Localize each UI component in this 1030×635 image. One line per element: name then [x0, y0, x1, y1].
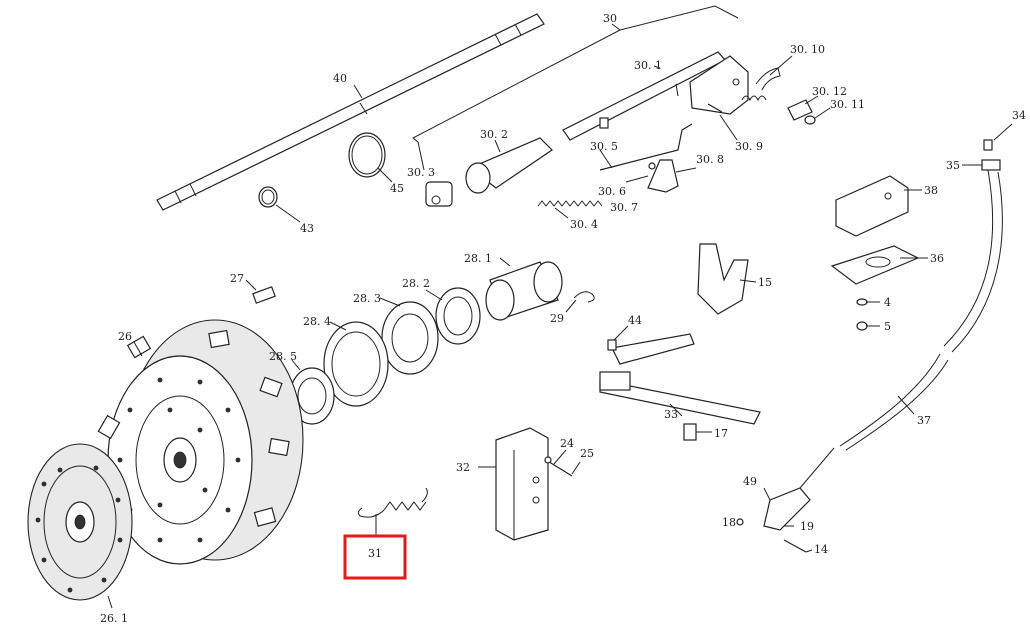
label-27: 27: [230, 272, 244, 285]
label-26: 26: [118, 330, 132, 343]
part-33-cross-shaft: [599, 333, 761, 425]
part-28-2-bearing: [425, 287, 481, 345]
part-30-7-bracket: [625, 159, 697, 193]
part-30-9-pin: [707, 103, 738, 141]
part-37-cable: [839, 169, 1003, 451]
part-30-2-cylinder: [465, 137, 553, 194]
label-30-12: 30. 12: [812, 85, 847, 98]
part-30-leader: [412, 5, 739, 143]
label-37: 37: [917, 414, 931, 427]
label-30-1: 30. 1: [634, 59, 662, 72]
label-30: 30: [603, 12, 617, 25]
label-44: 44: [628, 314, 642, 327]
part-26-pressure-plate: [97, 319, 304, 565]
part-30-1-lever: [562, 51, 749, 141]
label-25: 25: [580, 447, 594, 460]
label-28-4: 28. 4: [303, 315, 331, 328]
part-30-4-spring: [537, 200, 603, 219]
part-35-cable-end: [962, 123, 1013, 171]
label-18: 18: [722, 516, 736, 529]
part-26-1-clutch-disc: [27, 443, 133, 609]
part-28-1-sleeve: [485, 257, 563, 321]
label-30-6: 30. 6: [598, 185, 626, 198]
label-28-5: 28. 5: [269, 350, 297, 363]
label-30-3: 30. 3: [407, 166, 435, 179]
label-5: 5: [884, 320, 891, 333]
part-17-fitting: [683, 423, 712, 441]
label-30-8: 30. 8: [696, 153, 724, 166]
label-15: 15: [758, 276, 772, 289]
part-32-bracket: [478, 427, 549, 541]
label-30-7: 30. 7: [610, 201, 638, 214]
clutch-disc-rivets: [35, 465, 123, 593]
part-49-clevis: [763, 447, 835, 531]
label-28-2: 28. 2: [402, 277, 430, 290]
label-36: 36: [930, 252, 944, 265]
part-30-3-yoke: [417, 141, 453, 207]
label-43: 43: [300, 222, 314, 235]
label-4: 4: [884, 296, 891, 309]
part-44-fitting: [607, 325, 629, 351]
label-30-2: 30. 2: [480, 128, 508, 141]
part-15-fork: [697, 243, 757, 315]
label-32: 32: [456, 461, 470, 474]
part-31-spring: [357, 487, 428, 536]
label-30-4: 30. 4: [570, 218, 598, 231]
part-27-bolt: [245, 279, 276, 304]
part-30-10-spring-clip: [741, 55, 793, 102]
part-36-plate: [830, 245, 928, 285]
part-14-18-19-pins: [736, 518, 813, 553]
label-34: 34: [1012, 109, 1026, 122]
label-19: 19: [800, 520, 814, 533]
part-28-3-bearing: [379, 297, 439, 375]
part-labels: 30 30. 1 30. 10 30. 12 30. 11 30. 9 30. …: [100, 12, 1026, 625]
part-24-25-screw: [544, 449, 581, 477]
label-30-11: 30. 11: [830, 98, 865, 111]
label-49: 49: [743, 475, 757, 488]
label-24: 24: [560, 437, 574, 450]
label-38: 38: [924, 184, 938, 197]
label-14: 14: [814, 543, 828, 556]
part-4-5-hardware: [856, 298, 880, 331]
label-28-1: 28. 1: [464, 252, 492, 265]
label-30-9: 30. 9: [735, 140, 763, 153]
label-26-1: 26. 1: [100, 612, 128, 625]
highlight-box-31: [343, 534, 407, 580]
label-40: 40: [333, 72, 347, 85]
part-29-clip: [565, 291, 595, 313]
label-28-3: 28. 3: [353, 292, 381, 305]
label-33: 33: [664, 408, 678, 421]
part-38-bracket: [835, 175, 922, 237]
label-30-10: 30. 10: [790, 43, 825, 56]
part-30-5-rod: [599, 123, 693, 171]
part-40-shaft: [156, 13, 545, 211]
label-45: 45: [390, 182, 404, 195]
label-17: 17: [714, 427, 728, 440]
label-31: 31: [368, 547, 382, 560]
label-35: 35: [946, 159, 960, 172]
label-29: 29: [550, 312, 564, 325]
part-28-4-ring: [323, 321, 389, 407]
part-30-12-pin: [787, 95, 831, 125]
part-45-circlip: [348, 132, 393, 183]
part-43-snap-ring: [258, 186, 301, 223]
label-30-5: 30. 5: [590, 140, 618, 153]
